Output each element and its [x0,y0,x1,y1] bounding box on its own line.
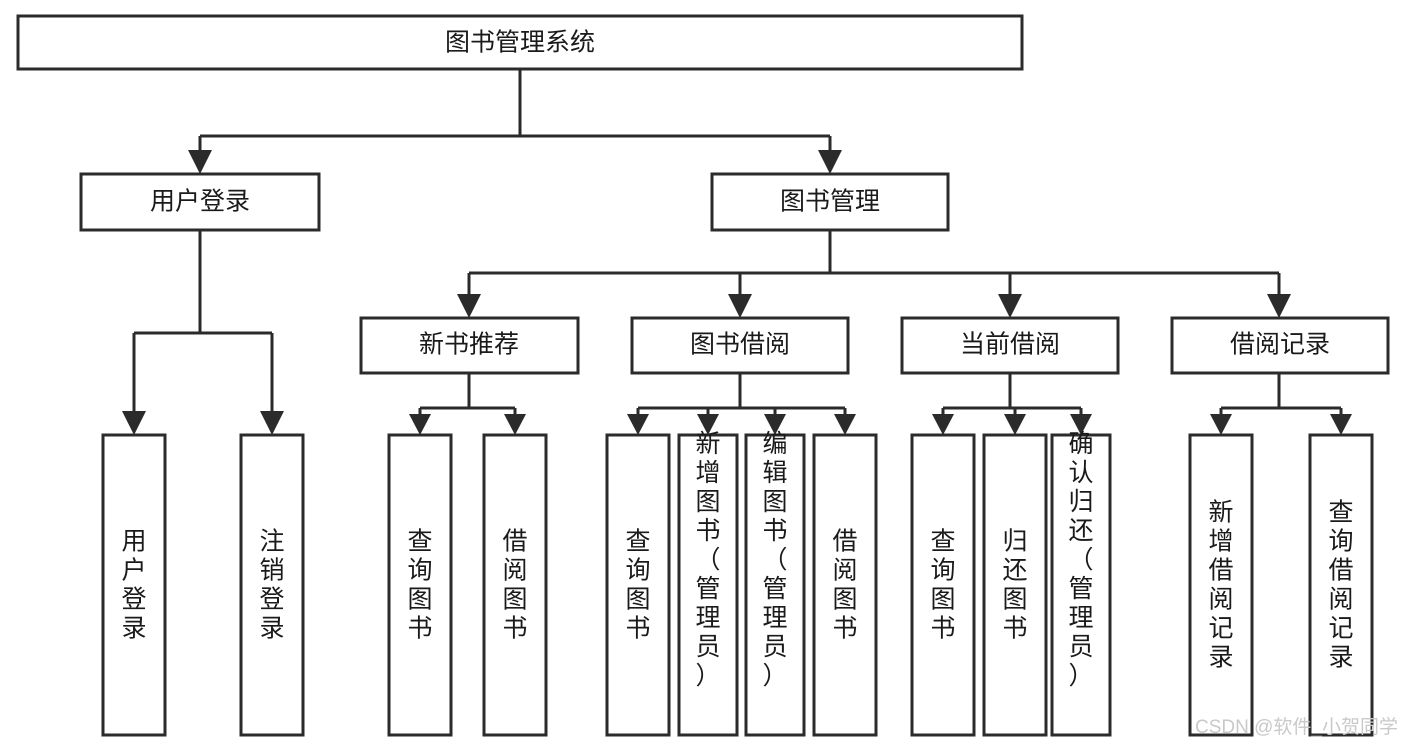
node-leaf-query-book-2-label: 查询图书 [625,528,650,643]
node-root[interactable]: 图书管理系统 [16,14,1024,71]
arrow-icon-to-book-management [818,150,842,174]
node-borrow-record-box[interactable] [1170,316,1390,375]
node-book-management-label: 图书管理 [780,188,880,216]
node-leaf-query-book-2-box[interactable] [605,433,671,737]
arrow-icon-to-current-borrow [998,294,1022,318]
node-leaf-user-login[interactable]: 用户登录 [101,433,167,737]
arrow-icon-to-leaf-return-book [1004,414,1026,435]
node-leaf-query-book-1-label: 查询图书 [407,528,432,643]
node-leaf-borrow-book-2[interactable]: 借阅图书 [812,433,878,737]
node-current-borrow-label: 当前借阅 [960,331,1060,359]
node-leaf-edit-book-label: 编辑图书（管理员） [762,430,787,690]
node-leaf-confirm-return[interactable]: 确认归还（管理员） [1050,430,1112,737]
node-leaf-add-book-label: 新增图书（管理员） [695,430,720,690]
node-leaf-borrow-book-1[interactable]: 借阅图书 [482,433,548,737]
node-leaf-add-book[interactable]: 新增图书（管理员） [677,430,739,737]
node-new-book-recommend[interactable]: 新书推荐 [359,316,580,375]
arrow-icon-to-user-login [188,150,212,174]
node-leaf-add-book-box[interactable] [677,433,739,737]
node-leaf-edit-book-box[interactable] [744,433,806,737]
node-root-label: 图书管理系统 [445,29,595,57]
arrow-icon-to-leaf-user-login [122,411,146,435]
node-leaf-borrow-book-1-label: 借阅图书 [502,528,527,643]
node-leaf-add-borrow-record-box[interactable] [1188,433,1254,737]
arrow-icon-to-leaf-query-borrow-record [1330,414,1352,435]
connector-lines [132,69,1343,414]
node-leaf-query-book-3-label: 查询图书 [930,528,955,643]
node-user-login-label: 用户登录 [150,188,250,216]
arrow-icon-to-leaf-edit-book [764,414,786,435]
node-user-login-box[interactable] [79,172,321,232]
node-leaf-query-book-2[interactable]: 查询图书 [605,433,671,737]
node-leaf-add-borrow-record[interactable]: 新增借阅记录 [1188,433,1254,737]
arrow-icon-to-book-borrow [728,294,752,318]
node-book-borrow[interactable]: 图书借阅 [630,316,850,375]
node-leaf-return-book-box[interactable] [982,433,1048,737]
node-leaf-query-book-3-box[interactable] [910,433,976,737]
node-leaf-query-borrow-record-label: 查询借阅记录 [1328,499,1353,672]
node-leaf-user-login-label: 用户登录 [121,528,146,643]
node-leaf-user-login-box[interactable] [101,433,167,737]
node-leaf-return-book-label: 归还图书 [1002,528,1027,643]
arrow-icon-to-leaf-query-book-2 [627,414,649,435]
node-leaf-query-book-3[interactable]: 查询图书 [910,433,976,737]
node-borrow-record-label: 借阅记录 [1230,331,1330,359]
node-book-management-box[interactable] [710,172,950,232]
watermark-label: CSDN @软件_小贺同学 [1195,716,1398,738]
arrow-icon-to-leaf-confirm-return [1070,414,1092,435]
node-borrow-record[interactable]: 借阅记录 [1170,316,1390,375]
node-leaf-borrow-book-2-label: 借阅图书 [832,528,857,643]
node-leaf-add-borrow-record-label: 新增借阅记录 [1208,499,1233,672]
node-leaf-logout-login[interactable]: 注销登录 [239,433,305,737]
arrow-icon-to-borrow-record [1267,294,1291,318]
node-leaf-confirm-return-box[interactable] [1050,433,1112,737]
node-new-book-recommend-label: 新书推荐 [419,331,519,359]
node-current-borrow[interactable]: 当前借阅 [900,316,1120,375]
node-book-management[interactable]: 图书管理 [710,172,950,232]
node-root-box[interactable] [16,14,1024,71]
node-boxes: 图书管理系统 用户登录 图书管理 新书推荐 图书借阅 [16,14,1390,737]
node-leaf-borrow-book-1-box[interactable] [482,433,548,737]
arrow-heads [122,150,1352,435]
node-leaf-logout-login-box[interactable] [239,433,305,737]
arrow-icon-to-leaf-borrow-book-2 [834,414,856,435]
arrow-icon-to-leaf-borrow-book-1 [504,414,526,435]
arrow-icon-to-new-book-recommend [457,294,481,318]
node-leaf-confirm-return-label: 确认归还（管理员） [1068,430,1093,690]
node-book-borrow-box[interactable] [630,316,850,375]
node-leaf-return-book[interactable]: 归还图书 [982,433,1048,737]
node-leaf-query-borrow-record[interactable]: 查询借阅记录 [1308,433,1374,737]
arrow-icon-to-leaf-logout-login [260,411,284,435]
node-leaf-query-borrow-record-box[interactable] [1308,433,1374,737]
node-new-book-recommend-box[interactable] [359,316,580,375]
node-user-login[interactable]: 用户登录 [79,172,321,232]
node-current-borrow-box[interactable] [900,316,1120,375]
node-leaf-query-book-1-box[interactable] [387,433,453,737]
node-leaf-edit-book[interactable]: 编辑图书（管理员） [744,430,806,737]
arrow-icon-to-leaf-add-book [697,414,719,435]
arrow-icon-to-leaf-query-book-1 [409,414,431,435]
arrow-icon-to-leaf-add-borrow-record [1210,414,1232,435]
arrow-icon-to-leaf-query-book-3 [932,414,954,435]
node-leaf-borrow-book-2-box[interactable] [812,433,878,737]
node-leaf-logout-login-label: 注销登录 [259,528,284,643]
node-book-borrow-label: 图书借阅 [690,331,790,359]
node-leaf-query-book-1[interactable]: 查询图书 [387,433,453,737]
